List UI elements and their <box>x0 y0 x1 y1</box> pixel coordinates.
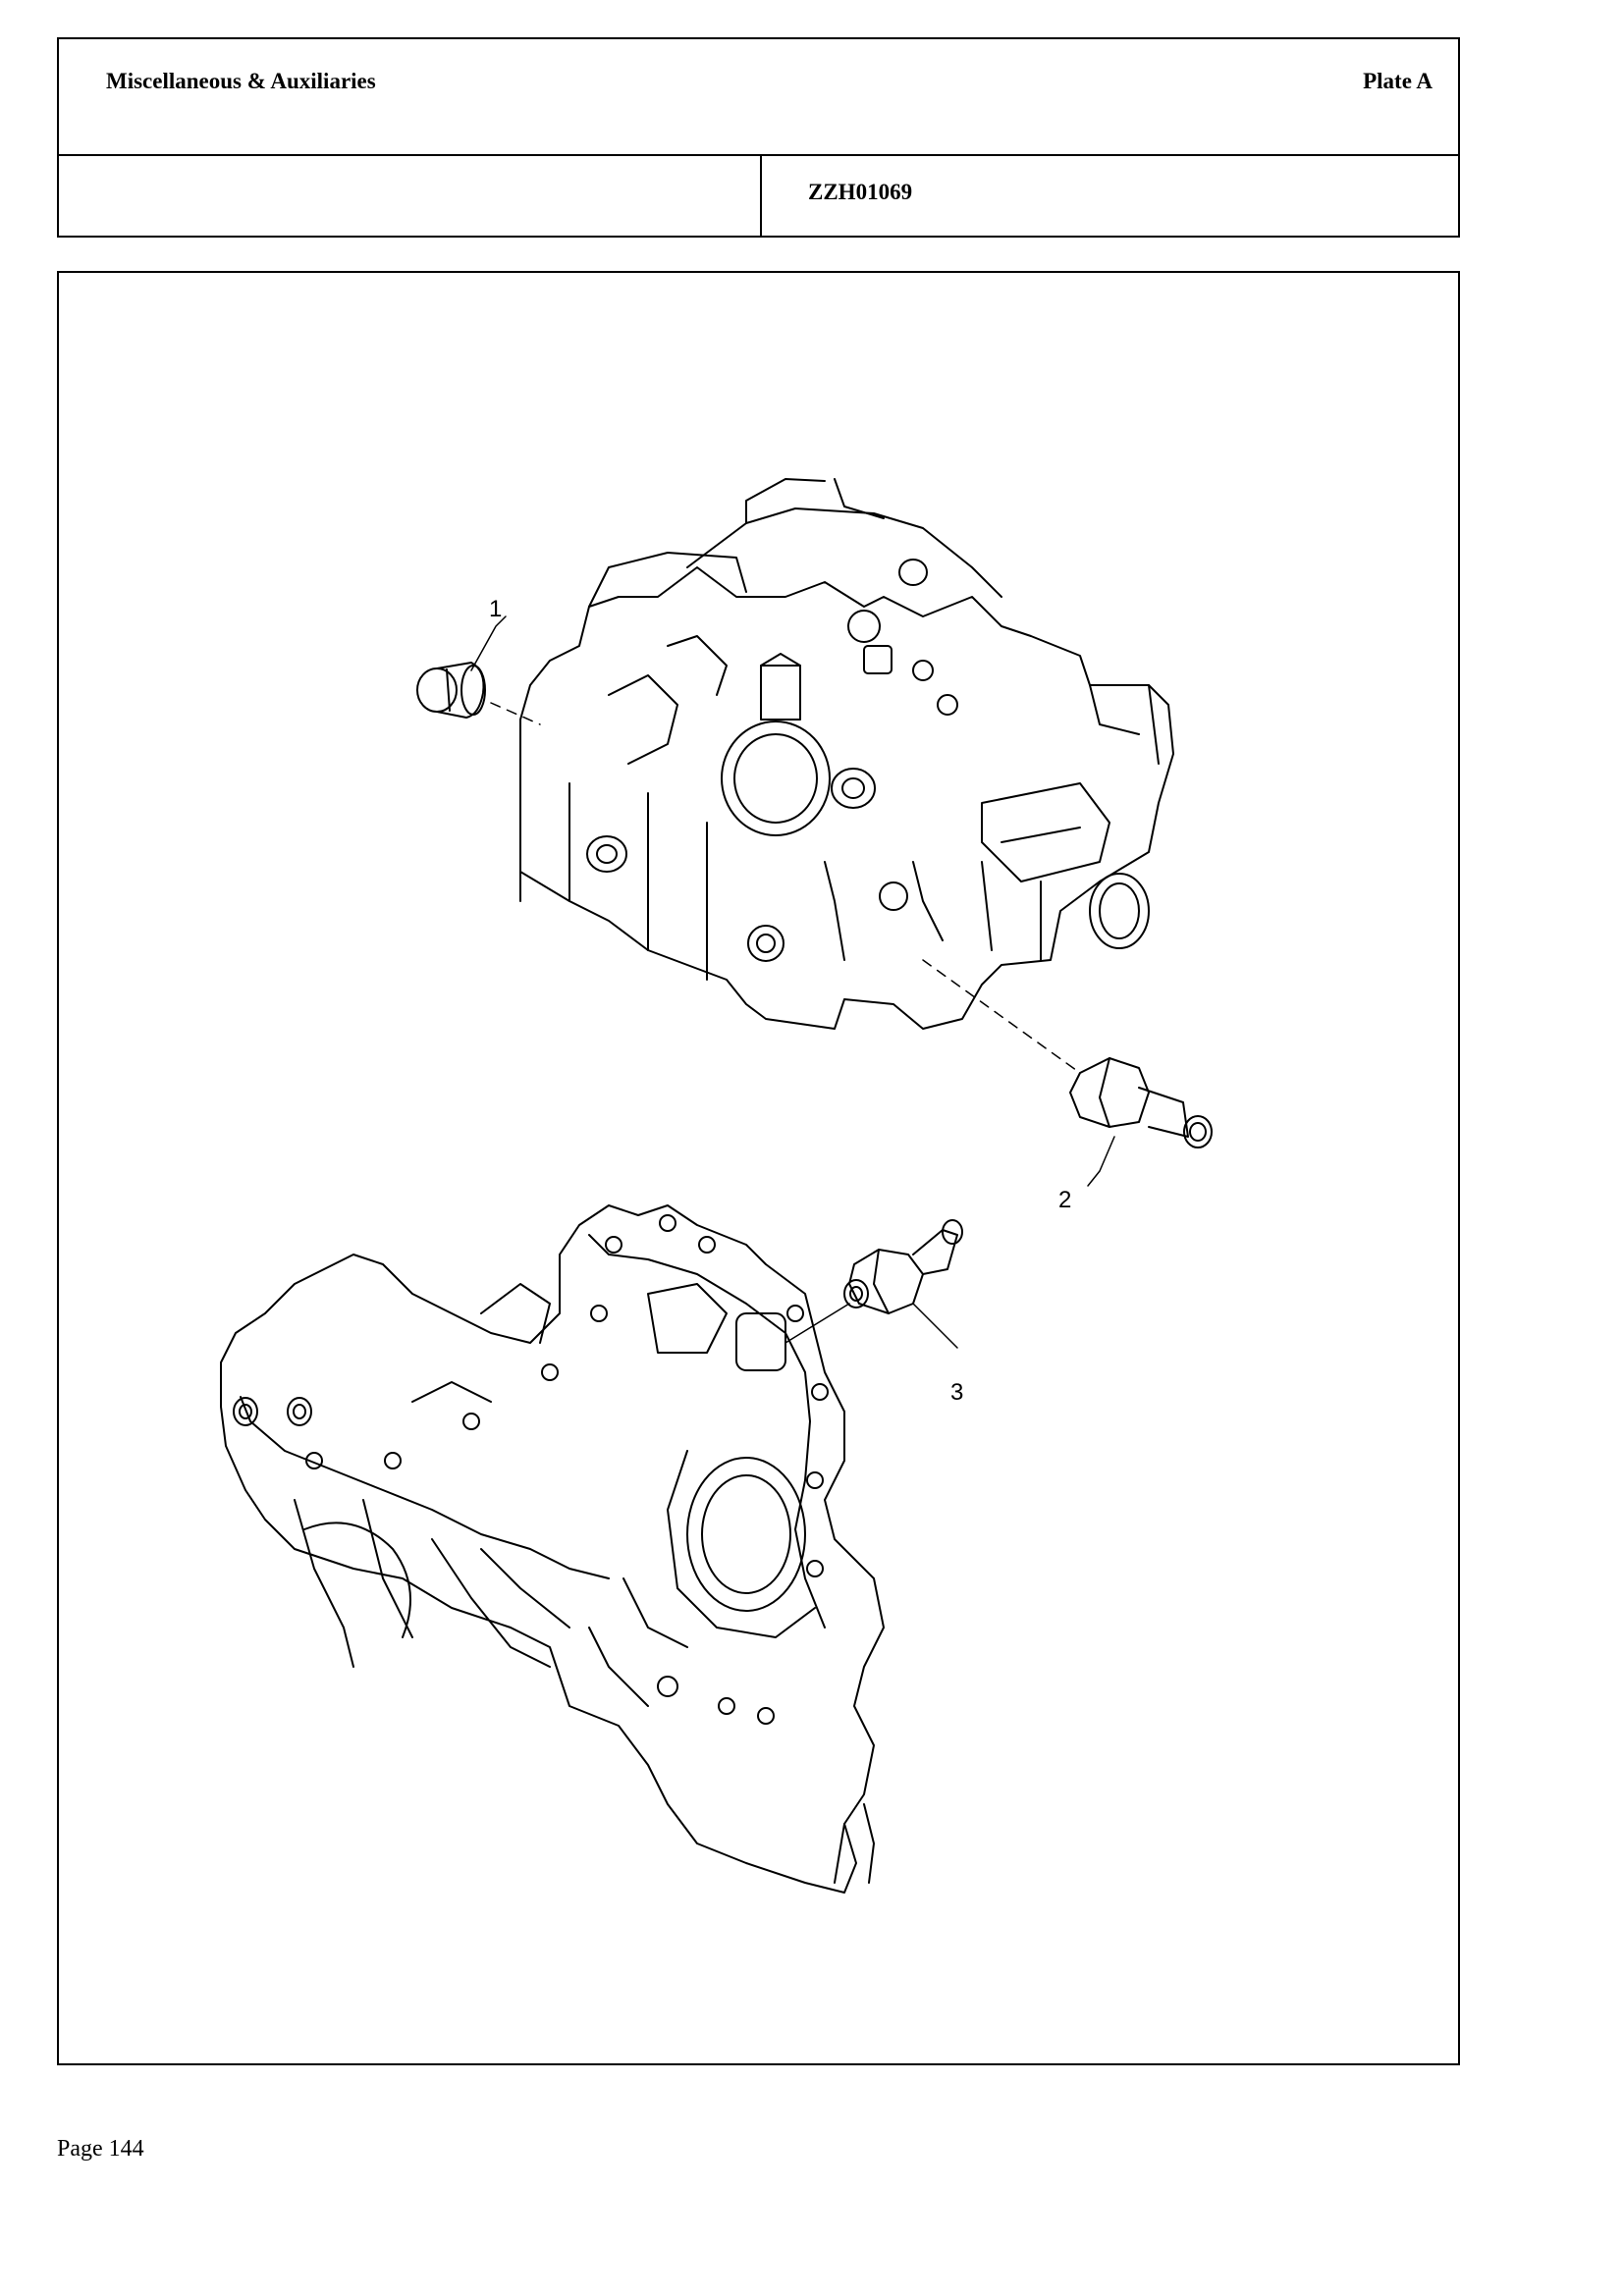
dashed-axis-2 <box>922 959 1081 1074</box>
timing-case-drawing <box>220 1204 885 1894</box>
leader-line-3 <box>912 1303 958 1349</box>
reference-code: ZZH01069 <box>808 180 913 204</box>
plate-label: Plate A <box>1363 69 1433 93</box>
callout-1: 1 <box>489 596 502 622</box>
header-divider <box>760 154 762 236</box>
axis-3 <box>784 1303 850 1344</box>
leader-line-1 <box>470 615 507 671</box>
section-title: Miscellaneous & Auxiliaries <box>106 69 376 93</box>
header-reference-row: ZZH01069 <box>59 154 1458 236</box>
header-table: Miscellaneous & Auxiliaries Plate A ZZH0… <box>57 37 1460 238</box>
callout-3: 3 <box>950 1379 963 1406</box>
part-1-core-plug <box>416 662 486 719</box>
dashed-axis-1 <box>490 702 541 725</box>
page-number: Page 144 <box>57 2136 144 2162</box>
part-3-adaptor <box>843 1219 963 1314</box>
header-title-row: Miscellaneous & Auxiliaries Plate A <box>59 39 1458 156</box>
cylinder-block-drawing <box>519 478 1174 1030</box>
parts-illustration: 1 2 3 <box>220 478 1213 1894</box>
exploded-view-figure: 1 2 3 <box>57 271 1460 2065</box>
part-2-adaptor <box>1069 1057 1213 1148</box>
callout-2: 2 <box>1058 1187 1071 1213</box>
leader-line-2 <box>1087 1136 1115 1187</box>
